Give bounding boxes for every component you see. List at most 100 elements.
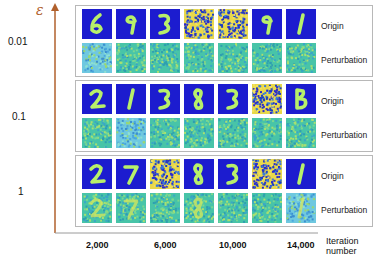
noise-pixel: [305, 69, 307, 71]
noise-pixel: [245, 32, 247, 34]
noise-pixel: [143, 141, 145, 143]
noise-pixel: [163, 63, 165, 65]
noise-pixel: [105, 66, 107, 68]
noise-pixel: [160, 56, 162, 58]
noise-pixel: [189, 64, 191, 66]
noise-pixel: [207, 27, 209, 29]
noise-pixel: [171, 48, 173, 50]
noise-pixel: [234, 63, 236, 65]
noise-pixel: [255, 93, 257, 95]
noise-pixel: [204, 44, 206, 46]
noise-pixel: [240, 144, 242, 146]
noise-pixel: [293, 63, 295, 65]
noise-pixel: [276, 89, 278, 91]
noise-pixel: [192, 35, 194, 37]
noise-pixel: [105, 127, 107, 129]
noise-pixel: [170, 120, 172, 122]
noise-pixel: [208, 22, 210, 24]
noise-pixel: [141, 62, 143, 64]
noise-pixel: [239, 11, 241, 13]
noise-pixel: [101, 47, 103, 49]
perturbation-image: [150, 43, 180, 73]
noise-pixel: [194, 33, 196, 35]
noise-pixel: [139, 121, 141, 123]
perturbation-image: [116, 118, 146, 148]
noise-pixel: [204, 143, 206, 145]
noise-pixel: [220, 59, 222, 61]
noise-pixel: [241, 67, 243, 69]
noise-pixel: [187, 133, 189, 135]
noise-pixel: [205, 53, 207, 55]
noise-pixel: [136, 69, 138, 71]
noise-pixel: [265, 96, 267, 98]
noise-pixel: [209, 123, 211, 125]
noise-pixel: [195, 53, 197, 55]
noise-pixel: [228, 137, 230, 139]
noise-pixel: [158, 51, 160, 53]
noise-pixel: [158, 142, 160, 144]
noise-pixel: [104, 52, 106, 54]
noise-pixel: [187, 51, 189, 53]
noise-pixel: [261, 101, 263, 103]
noise-pixel: [131, 48, 133, 50]
noise-pixel: [268, 125, 270, 127]
perturbation-image: [218, 118, 248, 148]
noise-pixel: [97, 146, 99, 148]
noise-pixel: [235, 68, 237, 70]
noise-pixel: [271, 143, 273, 145]
noise-pixel: [194, 143, 196, 145]
noise-pixel: [270, 62, 272, 64]
noise-pixel: [234, 120, 236, 122]
noise-pixel: [122, 57, 124, 59]
noise-pixel: [242, 139, 244, 141]
noise-pixel: [210, 21, 212, 23]
noise-pixel: [255, 99, 257, 101]
noise-pixel: [227, 12, 229, 14]
noise-pixel: [101, 119, 103, 121]
noise-pixel: [198, 9, 200, 11]
noise-pixel: [162, 134, 164, 136]
noise-pixel: [199, 135, 201, 137]
noise-pixel: [273, 132, 275, 134]
noise-pixel: [254, 63, 256, 65]
noise-pixel: [199, 135, 201, 137]
noise-pixel: [142, 45, 144, 47]
noise-pixel: [301, 127, 303, 129]
noise-pixel: [238, 13, 240, 15]
noise-pixel: [105, 128, 107, 130]
noise-pixel: [254, 121, 256, 123]
noise-pixel: [242, 22, 244, 24]
noise-pixel: [244, 122, 246, 124]
noise-pixel: [243, 18, 245, 20]
noise-pixel: [260, 133, 262, 135]
noise-pixel: [246, 12, 248, 14]
noise-pixel: [91, 136, 93, 138]
noise-pixel: [268, 55, 270, 57]
noise-pixel: [236, 140, 238, 142]
noise-pixel: [263, 110, 265, 112]
noise-pixel: [169, 133, 171, 135]
noise-pixel: [276, 111, 278, 113]
noise-pixel: [190, 55, 192, 57]
noise-pixel: [128, 133, 130, 135]
noise-pixel: [220, 15, 222, 17]
origin-image: [286, 84, 316, 114]
noise-pixel: [293, 64, 295, 66]
noise-pixel: [243, 128, 245, 130]
digit-stroke: [195, 90, 202, 108]
noise-pixel: [188, 10, 190, 12]
noise-pixel: [153, 133, 155, 135]
noise-pixel: [99, 46, 101, 48]
noise-pixel: [272, 96, 274, 98]
noise-pixel: [254, 139, 256, 141]
noise-pixel: [101, 58, 103, 60]
noise-pixel: [234, 129, 236, 131]
noise-pixel: [176, 119, 178, 121]
noise-pixel: [219, 19, 221, 21]
noise-pixel: [256, 109, 258, 111]
noise-pixel: [224, 126, 226, 128]
noise-pixel: [202, 20, 204, 22]
noise-pixel: [155, 120, 157, 122]
noise-pixel: [264, 92, 266, 94]
noise-pixel: [233, 23, 235, 25]
